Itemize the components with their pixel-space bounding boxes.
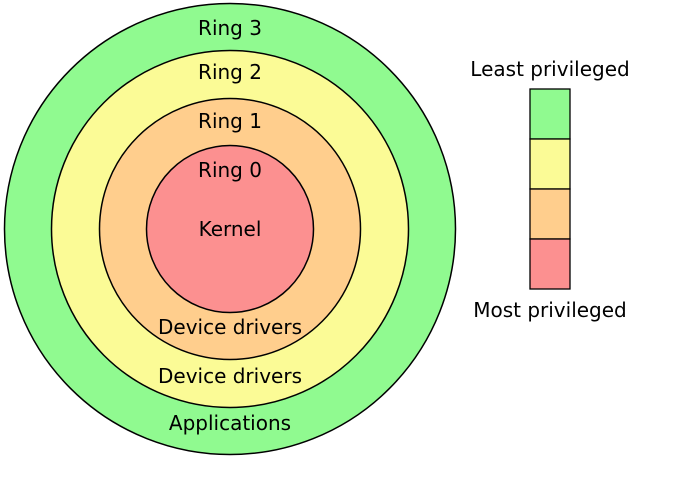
ring-0-circle [145, 144, 315, 314]
kernel-label: Kernel [199, 217, 262, 241]
legend-swatch-green [529, 88, 571, 140]
legend-most-privileged-label: Most privileged [473, 298, 627, 322]
ring-2-role-label: Device drivers [158, 364, 302, 388]
legend-swatch-yellow [529, 138, 571, 190]
ring-3-label: Ring 3 [198, 16, 262, 40]
ring-2-label: Ring 2 [198, 60, 262, 84]
legend-least-privileged-label: Least privileged [470, 57, 629, 81]
ring-0-label: Ring 0 [198, 158, 262, 182]
ring-1-label: Ring 1 [198, 109, 262, 133]
legend-swatch-orange [529, 188, 571, 240]
ring-1-role-label: Device drivers [158, 315, 302, 339]
legend-swatch-red [529, 238, 571, 290]
ring-3-role-label: Applications [169, 411, 291, 435]
